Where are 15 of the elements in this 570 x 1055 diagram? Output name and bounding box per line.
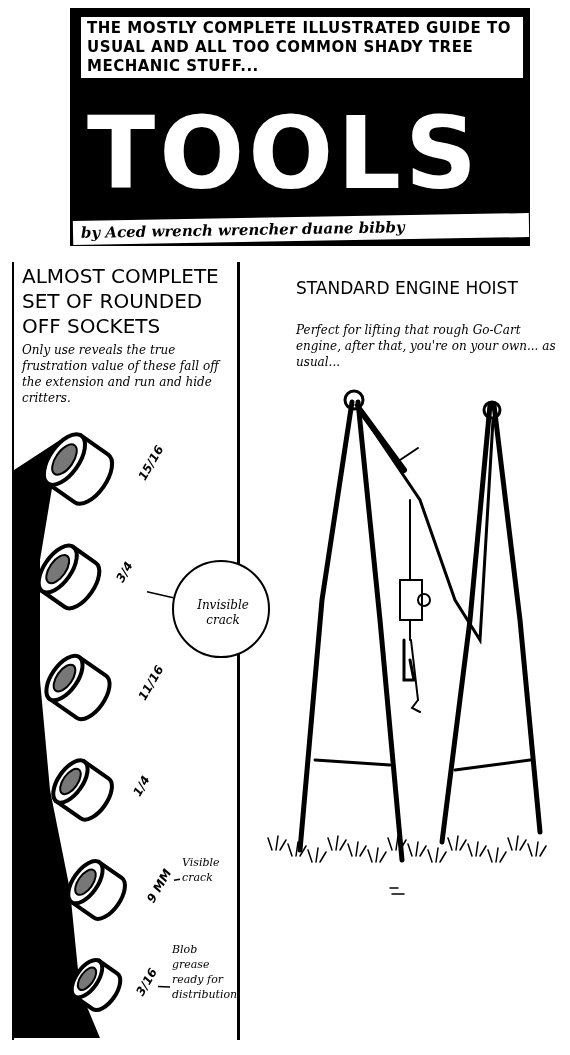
section-heading: STANDARD ENGINE HOIST [296, 278, 519, 298]
description-text: Perfect for lifting that rough Go-Cart engine, after that, you're on your own... as usual... [296, 322, 557, 370]
callout-text: Visible crack [182, 855, 236, 895]
subtitle: THE MOSTLY COMPLETE ILLUSTRATED GUIDE TO USUAL AND ALL TOO COMMON SHADY TREE MECHANIC STUFF... [81, 17, 523, 78]
callout-text: Invisible crack [196, 598, 250, 628]
title-lettering: TOOLS [87, 99, 481, 209]
byline: by Aced wrench wrencher duane bibby [72, 213, 530, 245]
panel-heading: ALMOST COMPLETE SET OF ROUNDED OFF SOCKETS [22, 264, 220, 339]
leader-line [146, 590, 175, 599]
leader-line [173, 878, 181, 881]
panel-description: Only use reveals the true frustration value of these fall off the extension and run and hide critters. [22, 342, 222, 406]
size-label: 9 MM [144, 866, 175, 906]
callout-text: Blob grease ready for distribution [172, 942, 238, 1034]
title-banner [70, 8, 530, 246]
leader-line [157, 985, 171, 988]
